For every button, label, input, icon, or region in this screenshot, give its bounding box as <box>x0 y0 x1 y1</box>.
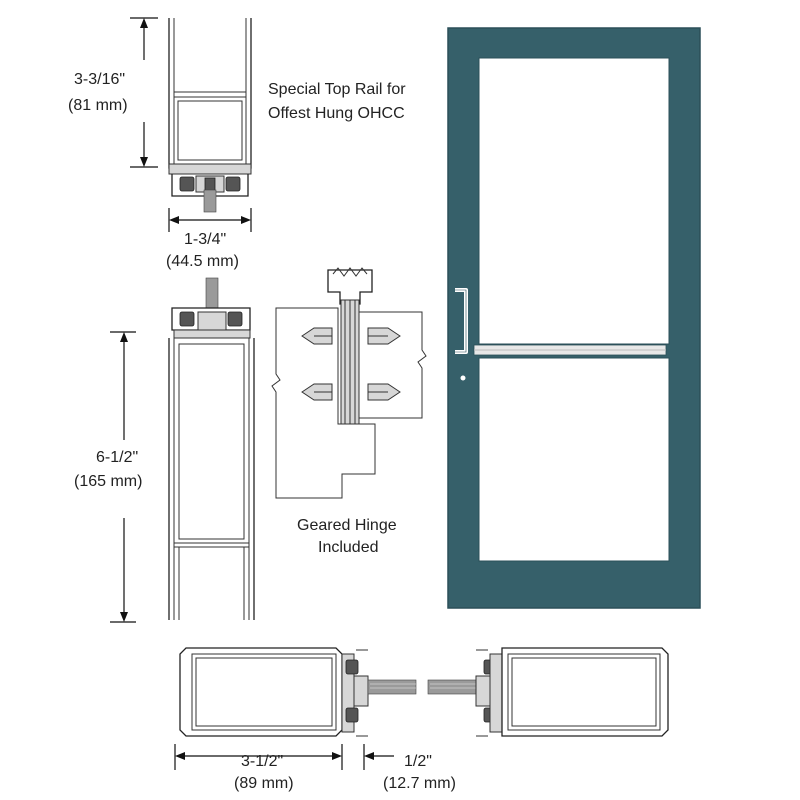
bottom-width-imperial: 3-1/2" <box>241 753 283 770</box>
door-glass-bottom <box>478 357 670 562</box>
dimension-top-rail-height: 3-3/16" (81 mm) <box>68 17 158 168</box>
geared-hinge-section: Geared Hinge Included <box>271 267 427 556</box>
top-rail-height-metric: (81 mm) <box>68 97 128 114</box>
stile-height-imperial: 6-1/2" <box>96 449 138 466</box>
bottom-left-section <box>179 647 417 737</box>
top-rail-width-metric: (44.5 mm) <box>166 253 239 270</box>
top-rail-caption: Special Top Rail for Offest Hung OHCC <box>268 81 406 122</box>
bottom-width-metric: (89 mm) <box>234 775 294 792</box>
glass-stop-width-imperial: 1/2" <box>404 753 432 770</box>
top-rail-height-imperial: 3-3/16" <box>74 71 125 88</box>
keyhole-icon <box>460 375 466 381</box>
bottom-right-section <box>427 647 669 737</box>
door-elevation <box>447 27 701 609</box>
top-rail-section <box>168 18 252 213</box>
stile-height-metric: (165 mm) <box>74 473 142 490</box>
door-glass-top <box>478 57 670 345</box>
hinge-caption-line1: Geared Hinge <box>297 517 397 534</box>
top-rail-width-imperial: 1-3/4" <box>184 231 226 248</box>
top-rail-caption-line2: Offest Hung OHCC <box>268 105 405 122</box>
hinge-caption-line2: Included <box>318 539 379 556</box>
glass-stop-width-metric: (12.7 mm) <box>383 775 456 792</box>
dimension-stile-height: 6-1/2" (165 mm) <box>74 331 142 623</box>
dimension-glass-stop-width: 1/2" (12.7 mm) <box>363 744 456 792</box>
dimension-bottom-width: 3-1/2" (89 mm) <box>174 744 343 792</box>
top-rail-caption-line1: Special Top Rail for <box>268 81 406 98</box>
dimension-top-rail-width: 1-3/4" (44.5 mm) <box>166 208 252 270</box>
stile-section <box>168 277 255 620</box>
